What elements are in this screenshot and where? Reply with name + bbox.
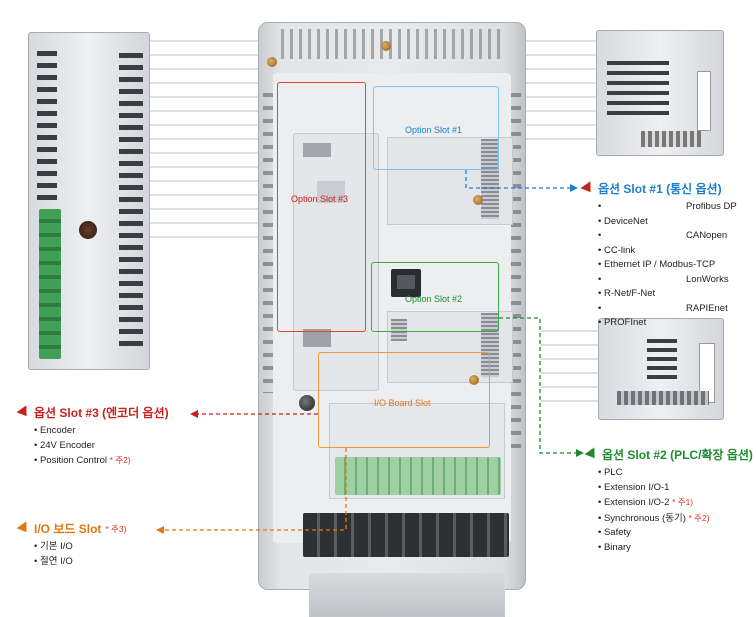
rj45-port xyxy=(391,269,421,297)
power-terminal-block xyxy=(303,513,509,557)
list-item: RAPIEnet xyxy=(686,302,728,314)
callout-io-list: 기본 I/O 절연 I/O xyxy=(34,540,126,569)
list-item: 기본 I/O xyxy=(34,540,126,555)
callout-io: I/O 보드 Slot* 주3) 기본 I/O 절연 I/O xyxy=(16,520,127,569)
list-item: Ethernet IP / Modbus-TCP xyxy=(598,258,756,273)
io-board-slot-box xyxy=(318,352,490,448)
callout-slot2-list: PLC Extension I/O-1 Extension I/O-2 * 주1… xyxy=(598,466,753,555)
callout-slot3-title: 옵션 Slot #3 (엔코더 옵션) xyxy=(34,406,169,420)
footnote-marker: * 주3) xyxy=(105,523,127,534)
option-slot-1-label: Option Slot #1 xyxy=(405,125,463,135)
callout-slot3-list: Encoder 24V Encoder Position Control * 주… xyxy=(34,424,169,469)
list-item: 절연 I/O xyxy=(34,555,126,570)
option-slot-1-box xyxy=(373,86,499,170)
option-slot-3-label: Option Slot #3 xyxy=(291,194,349,204)
list-item: 24V Encoder xyxy=(34,439,169,454)
callout-slot1-arrow-icon xyxy=(580,181,596,196)
callout-slot3: 옵션 Slot #3 (엔코더 옵션) Encoder 24V Encoder … xyxy=(16,404,169,469)
motion-blur-top-right xyxy=(520,40,598,150)
list-item: • PROFInet xyxy=(598,317,647,328)
list-item: Position Control * 주2) xyxy=(34,453,169,469)
list-item: • DeviceNet xyxy=(598,215,648,227)
callout-slot3-arrow-icon xyxy=(16,405,32,420)
keypad-knob xyxy=(299,395,315,411)
option-slot-2-box xyxy=(371,262,499,332)
plc-option-module-image xyxy=(598,318,724,420)
footnote-marker: * 주1) xyxy=(672,497,694,507)
motion-blur-left xyxy=(150,40,270,240)
module-dial xyxy=(79,221,97,239)
io-board-slot-label: I/O Board Slot xyxy=(374,398,431,408)
green-terminal-block xyxy=(39,209,61,359)
callout-slot1-list: Profibus DP• DeviceNet CANopen• CC-link … xyxy=(598,200,756,331)
list-item: Synchronous (동기) * 주2) xyxy=(598,511,753,527)
motion-blur-mid-right xyxy=(540,330,600,410)
inverter-unit-image xyxy=(258,22,526,617)
encoder-option-module-image xyxy=(28,32,150,370)
list-item: Extension I/O-1 xyxy=(598,481,753,496)
list-item: Profibus DP xyxy=(686,201,737,212)
leader-slot3-head xyxy=(190,410,198,418)
callout-io-title: I/O 보드 Slot xyxy=(34,522,102,536)
callout-slot2-title: 옵션 Slot #2 (PLC/확장 옵션) xyxy=(602,448,753,462)
io-terminal-block xyxy=(335,457,501,495)
callout-slot1-title: 옵션 Slot #1 (통신 옵션) xyxy=(598,182,722,196)
list-item: Binary xyxy=(598,541,753,556)
comm-option-module-image xyxy=(596,30,724,156)
list-item: • CC-link xyxy=(598,244,636,256)
option-slot-3-box xyxy=(277,82,366,332)
footnote-marker: * 주2) xyxy=(109,455,131,465)
list-item: PLC xyxy=(598,466,753,481)
list-item: CANopen xyxy=(686,230,728,241)
callout-slot2: 옵션 Slot #2 (PLC/확장 옵션) PLC Extension I/O… xyxy=(584,446,753,555)
leader-io-head xyxy=(156,526,164,534)
leader-slot2-head xyxy=(576,449,584,457)
list-item: Extension I/O-2 * 주1) xyxy=(598,495,753,511)
list-item: Encoder xyxy=(34,424,169,439)
footnote-marker: * 주2) xyxy=(688,512,710,523)
list-item: Safety xyxy=(598,526,753,541)
option-slot-2-label: Option Slot #2 xyxy=(405,294,463,304)
callout-slot2-arrow-icon xyxy=(584,447,600,462)
list-item: • R-Net/F-Net xyxy=(598,288,656,299)
leader-slot1-head xyxy=(570,184,578,192)
list-item: LonWorks xyxy=(686,273,729,285)
callout-io-arrow-icon xyxy=(16,521,32,536)
callout-slot1: 옵션 Slot #1 (통신 옵션) Profibus DP • DeviceNe… xyxy=(580,180,756,331)
